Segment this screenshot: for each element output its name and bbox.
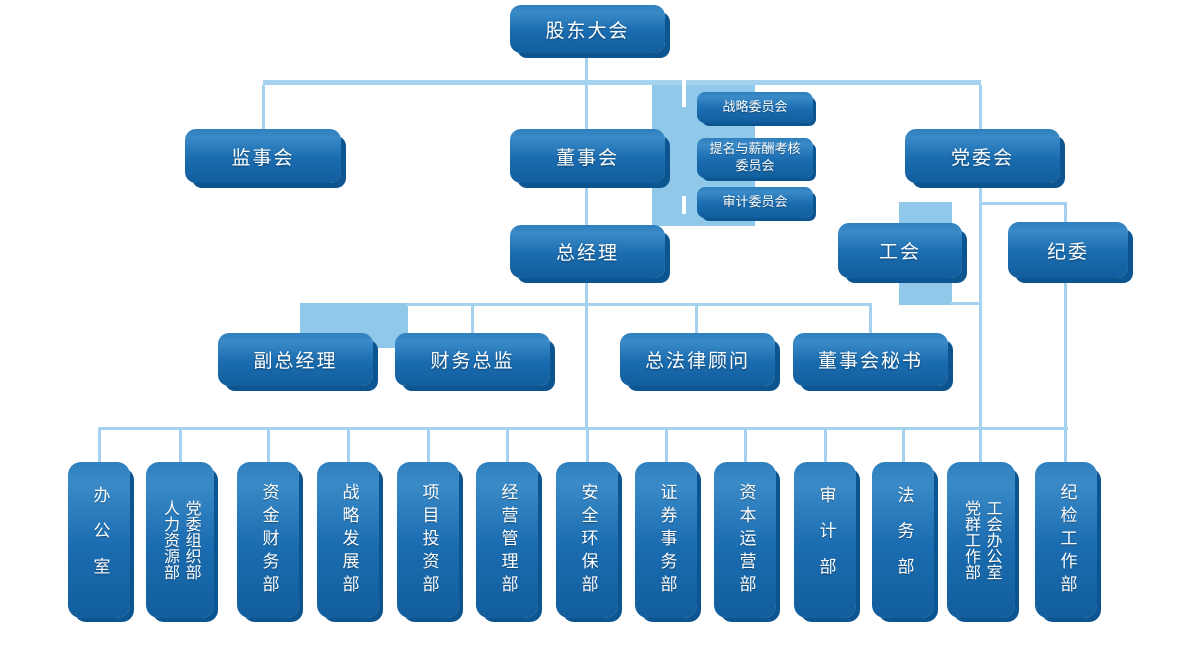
org-node-dept-audit: 审计部 [794,462,856,618]
connector-drop-party [979,85,982,129]
org-node-general-counsel: 总法律顾问 [620,333,775,386]
connector-drop-dept-7 [586,430,589,462]
connector-drop-counsel [695,306,698,333]
connector-drop-discipline [1064,202,1067,224]
connector-drop-dept-1 [98,430,101,462]
connector-root-drop [585,53,588,80]
org-node-dept-union-office-party-mass: 工会办公室 党群工作部 [947,462,1015,618]
connector-drop-dept-6 [506,430,509,462]
connector-discipline-trunk [1064,278,1067,462]
org-node-dept-safety-environment: 安全环保部 [556,462,618,618]
org-node-dept-general-office: 办公室 [68,462,130,618]
connector-committee-gap-bottom [682,196,686,214]
org-node-dept-securities-affairs: 证券事务部 [635,462,697,618]
connector-drop-dept-3 [267,430,270,462]
connector-drop-supervisory [262,85,265,129]
connector-committee-gap-top [682,80,686,107]
connector-drop-dept-11 [902,430,905,462]
org-node-general-manager: 总经理 [510,225,665,278]
org-node-board-secretary: 董事会秘书 [793,333,948,386]
connector-drop-dept-10 [824,430,827,462]
org-node-party-committee: 党委会 [905,129,1060,183]
connector-drop-dept-2 [179,430,182,462]
org-node-audit-committee: 审计委员会 [697,187,813,218]
connector-drop-board [585,85,588,129]
org-node-dept-capital-operations: 资本运营部 [714,462,776,618]
org-node-dept-discipline-inspection: 纪检工作部 [1035,462,1097,618]
org-node-board-of-directors: 董事会 [510,129,665,183]
org-node-labor-union: 工会 [838,223,962,278]
connector-party-branch-horizontal [979,202,1067,205]
connector-departments-horizontal [98,427,1068,430]
org-node-discipline-commission: 纪委 [1008,222,1128,278]
org-node-strategy-committee: 战略委员会 [697,92,813,123]
org-node-dept-strategic-development: 战略发展部 [317,462,379,618]
org-node-dept-party-organization-hr: 党委组织部 人力资源部 [146,462,214,618]
org-node-dept-operations-management: 经营管理部 [476,462,538,618]
org-node-nomination-remuneration-committee: 提名与薪酬考核 委员会 [697,138,813,178]
connector-drop-cfo [471,306,474,333]
org-node-deputy-general-manager: 副总经理 [218,333,373,386]
org-node-dept-funds-finance: 资金财务部 [237,462,299,618]
connector-drop-dept-4 [347,430,350,462]
connector-drop-dept-5 [427,430,430,462]
connector-drop-secretary [869,306,872,333]
connector-gm-trunk [585,278,588,430]
org-node-cfo: 财务总监 [395,333,550,386]
org-node-shareholders-meeting: 股东大会 [510,5,665,53]
org-node-dept-legal: 法务部 [872,462,934,618]
connector-board-to-gm [585,183,588,225]
connector-party-trunk [979,183,982,462]
connector-main-horizontal [263,80,981,85]
connector-drop-dept-9 [744,430,747,462]
connector-union-band-link [950,302,981,305]
org-node-dept-project-investment: 项目投资部 [397,462,459,618]
connector-row4-horizontal [406,303,872,306]
connector-drop-dept-8 [665,430,668,462]
org-node-supervisory-board: 监事会 [185,129,341,183]
